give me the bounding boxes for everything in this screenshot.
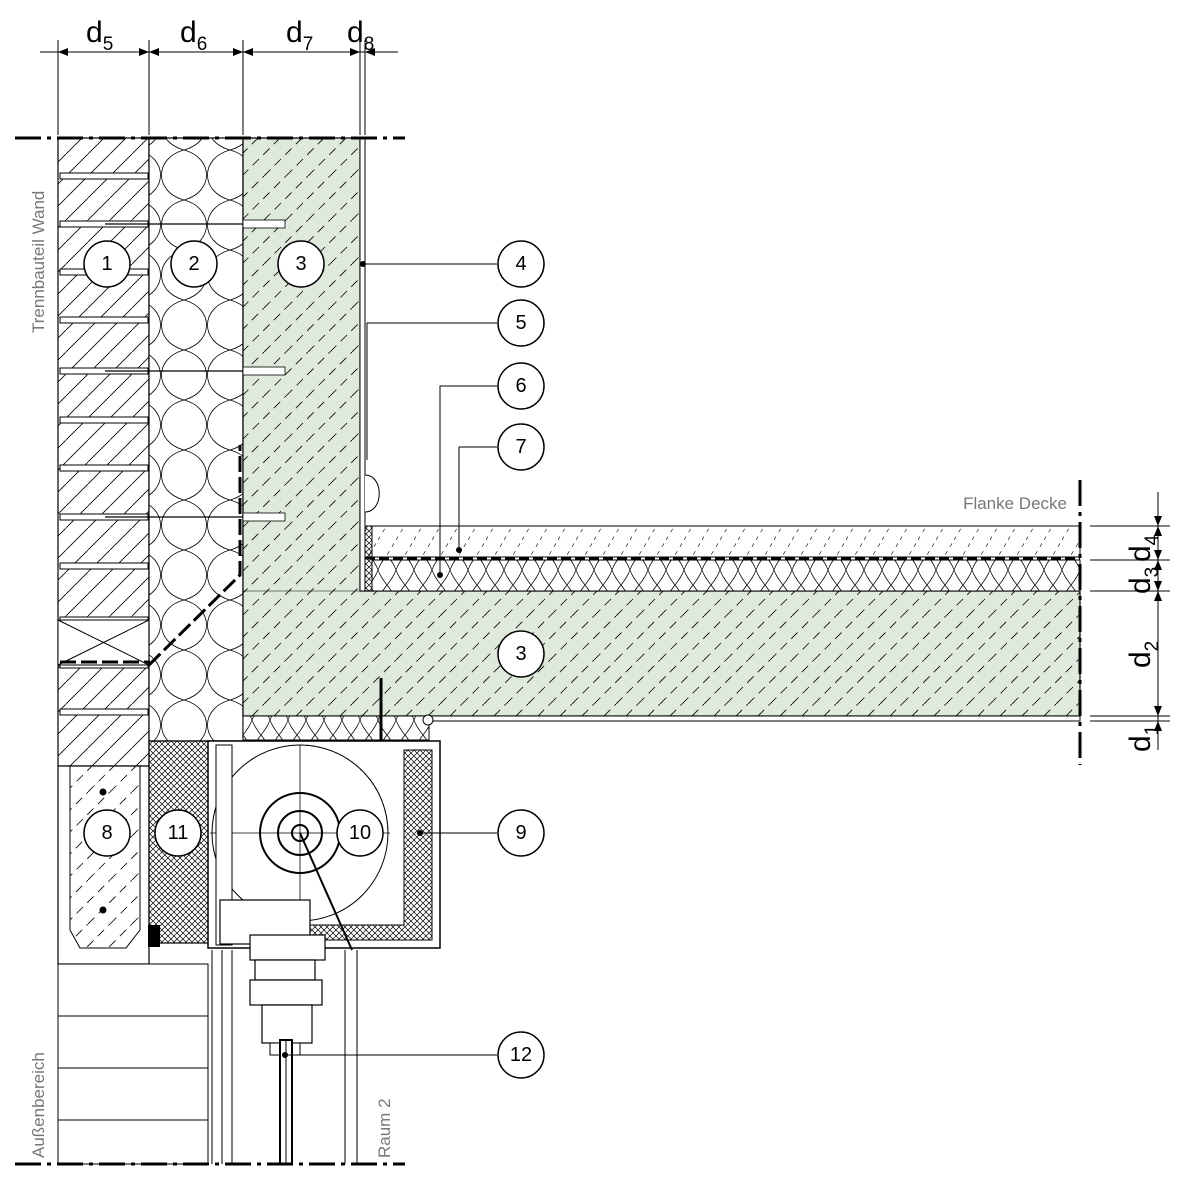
dim-d7: d7 [286,16,313,55]
ceiling-insulation [242,678,1081,745]
label-ceiling: Flanke Decke [963,494,1067,513]
mortar-joint [59,416,149,424]
marker-4: 4 [497,240,545,288]
marker-8: 8 [83,809,131,857]
masonry-wall [57,137,150,767]
marker-1: 1 [83,240,131,288]
label-room: Raum 2 [375,1098,394,1158]
section-break-lines [15,136,1082,1166]
svg-text:7: 7 [515,436,526,458]
marker-9: 9 [497,809,545,857]
leader-lines [282,261,497,1058]
dim-d6: d6 [180,16,207,55]
svg-text:6: 6 [515,375,526,397]
svg-text:3: 3 [515,643,526,665]
svg-text:3: 3 [295,253,306,275]
marker-3-slab: 3 [497,630,545,678]
dim-d1: d1 [1124,725,1163,752]
marker-10: 10 [336,809,384,857]
dim-d3: d3 [1124,567,1163,594]
marker-3-wall: 3 [277,240,325,288]
svg-text:5: 5 [515,312,526,334]
marker-7: 7 [497,423,545,471]
svg-text:11: 11 [168,822,189,844]
roller-shutter-box [148,740,441,951]
marker-11: 11 [154,809,202,857]
svg-text:9: 9 [515,822,526,844]
concrete-structure [242,137,1081,717]
mortar-joint [59,708,149,716]
mortar-joint [59,562,149,570]
interior-plaster [359,137,366,592]
wall-insulation [60,137,244,742]
svg-text:8: 8 [101,822,112,844]
dim-d8: d8 [347,16,374,55]
svg-text:10: 10 [349,822,371,844]
lintel [57,765,150,965]
mortar-joint [59,172,149,180]
svg-text:2: 2 [188,253,199,275]
marker-12: 12 [497,1031,545,1079]
label-outside: Außenbereich [29,1052,48,1158]
floor-buildup [364,474,1081,592]
marker-6: 6 [497,362,545,410]
dim-d5: d5 [86,16,113,55]
dim-d4: d4 [1124,534,1163,562]
mortar-joint [59,464,149,472]
svg-text:1: 1 [101,253,112,275]
marker-5: 5 [497,299,545,347]
window-frame [211,934,358,1165]
dim-d2: d2 [1124,641,1163,668]
mortar-joint [59,316,149,324]
lower-masonry [57,963,209,1165]
svg-text:12: 12 [510,1044,532,1066]
right-dimension-chain [1090,492,1170,750]
top-dimension-chain [40,40,398,135]
svg-text:4: 4 [515,253,526,275]
marker-2: 2 [170,240,218,288]
wall-anchors [105,219,286,522]
label-wall: Trennbauteil Wand [29,191,48,333]
